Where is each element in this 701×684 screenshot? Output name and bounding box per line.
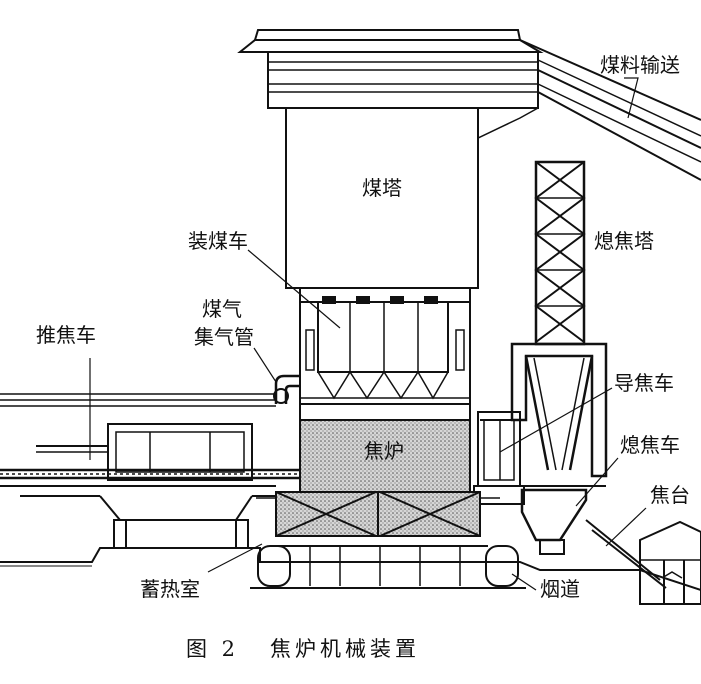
quench-car [520, 488, 588, 555]
label-coke-wharf: 焦台 [650, 483, 690, 507]
ground-line [0, 547, 701, 591]
coke-guide-car [473, 411, 606, 505]
gas-collecting-main [273, 374, 300, 404]
leader-lines [89, 77, 647, 591]
label-quench-tower: 熄焦塔 [594, 229, 654, 253]
label-gas-line1: 煤气 [202, 297, 242, 321]
label-regenerator: 蓄热室 [140, 577, 200, 601]
label-gas-line2: 集气管 [194, 325, 254, 349]
label-coal-tower: 煤塔 [362, 176, 402, 200]
label-flue: 烟道 [540, 577, 580, 601]
pusher-car [0, 393, 300, 549]
coke-oven [250, 403, 526, 589]
label-charging-car: 装煤车 [188, 229, 248, 253]
quench-tower [480, 160, 608, 478]
label-pusher-car: 推焦车 [36, 323, 96, 347]
label-quench-car: 熄焦车 [620, 433, 680, 457]
label-coal-conveyor: 煤料输送 [600, 53, 680, 77]
coal-conveyor [519, 39, 701, 181]
caption-number: 图 2 [186, 637, 239, 661]
label-coke-oven: 焦炉 [364, 439, 404, 463]
coal-tower [237, 29, 544, 420]
caption-title: 焦炉机械装置 [270, 637, 420, 661]
coke-wharf [585, 519, 701, 605]
label-coke-guide-car: 导焦车 [614, 371, 674, 395]
